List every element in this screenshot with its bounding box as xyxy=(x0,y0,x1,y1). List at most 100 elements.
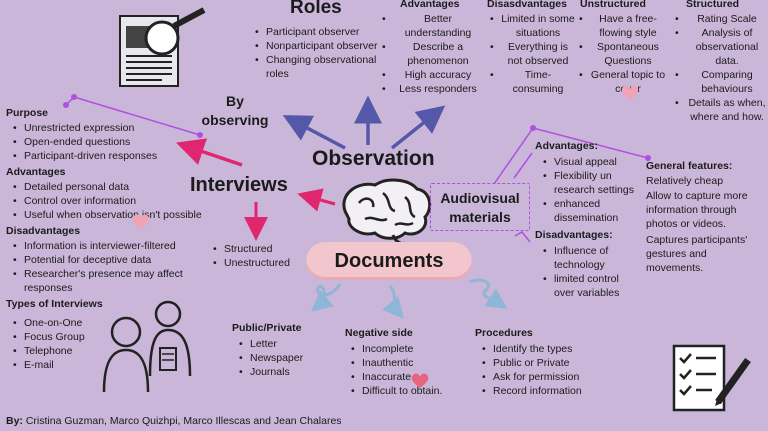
list-item: Changing observational roles xyxy=(254,53,379,81)
list-item: Visual appeal xyxy=(542,155,646,169)
purpose-list: Unrestricted expression Open-ended quest… xyxy=(12,121,157,163)
interview-disadvantages-list: Information is interviewer-filtered Pote… xyxy=(12,239,212,295)
interview-advantages-list: Detailed personal data Control over info… xyxy=(12,180,202,222)
list-item: Telephone xyxy=(12,344,85,358)
unstructured-list: Have a free-flowing style Spontaneous Qu… xyxy=(578,12,666,96)
interview-advantages-title: Advantages xyxy=(6,166,66,178)
brain-icon xyxy=(342,178,432,245)
arrow-brain-to-interviews xyxy=(297,188,336,212)
list-item: Ask for permission xyxy=(481,370,582,384)
arrow-to-advantages xyxy=(390,105,446,150)
av-disadvantages-list: Influence of technology limited control … xyxy=(542,244,642,300)
list-item: Unrestricted expression xyxy=(12,121,157,135)
list-item: Details as when, where and how. xyxy=(674,96,768,124)
list-item: Influence of technology xyxy=(542,244,642,272)
list-item: E-mail xyxy=(12,358,85,372)
list-item: Time-consuming xyxy=(489,68,575,96)
interviews-title: Interviews xyxy=(190,174,288,196)
audiovisual-title-line2: materials xyxy=(449,209,511,225)
list-item: Researcher's presence may affect respons… xyxy=(12,267,212,295)
heart-icon xyxy=(411,373,429,388)
checklist-pen-icon xyxy=(672,344,751,412)
arrow-to-negative xyxy=(382,285,404,319)
list-item: Rating Scale xyxy=(674,12,768,26)
arrow-to-public-private xyxy=(311,283,342,312)
heart-icon xyxy=(621,85,639,100)
list-item: Participant-driven responses xyxy=(12,149,157,163)
list-item: High accuracy xyxy=(381,68,483,82)
by-observing-label: By observing xyxy=(201,93,269,128)
magnifier-document-icon xyxy=(119,7,206,87)
disadvantages-top-list: Limited in some situations Everything is… xyxy=(489,12,575,96)
unstructured-title: Unstructured xyxy=(580,0,646,10)
roles-title: Roles xyxy=(290,0,342,18)
list-item: Nonparticipant observer xyxy=(254,39,379,53)
general-features-line: Allow to capture more information throug… xyxy=(646,190,748,230)
list-item: Public or Private xyxy=(481,356,582,370)
av-disadvantages-title: Disadvantages: xyxy=(535,229,613,241)
av-advantages-title: Advantages: xyxy=(535,140,599,152)
arrow-to-procedures xyxy=(469,278,508,309)
interview-disadvantages-title: Disadvantages xyxy=(6,225,81,237)
list-item: Have a free-flowing style xyxy=(578,12,666,40)
list-item: Potential for deceptive data xyxy=(12,253,212,267)
footer-authors: Cristina Guzman, Marco Quizhpi, Marco Il… xyxy=(25,415,342,427)
list-item: Spontaneous Questions xyxy=(578,40,666,68)
general-features-title: General features: xyxy=(646,160,733,172)
purpose-title: Purpose xyxy=(6,107,49,119)
list-item: Control over information xyxy=(12,194,202,208)
roles-list: Participant observer Nonparticipant obse… xyxy=(254,25,379,81)
footer-label: By: xyxy=(6,415,23,427)
documents-title: Documents xyxy=(334,250,444,272)
interview-kinds-list: Structured Unestructured xyxy=(212,242,290,270)
structured-title: Structured xyxy=(686,0,740,10)
list-item: Structured xyxy=(212,242,290,256)
list-item: Focus Group xyxy=(12,330,85,344)
central-title: Observation xyxy=(312,147,435,170)
list-item: Detailed personal data xyxy=(12,180,202,194)
public-private-list: Letter Newspaper Journals xyxy=(238,337,303,379)
audiovisual-title-line1: Audiovisual xyxy=(440,190,520,206)
list-item: Analysis of observational data. xyxy=(674,26,768,68)
documents-pill: Documents xyxy=(306,242,472,280)
negative-side-title: Negative side xyxy=(345,327,413,339)
general-features-line: Relatively cheap xyxy=(646,175,724,187)
list-item: Information is interviewer-filtered xyxy=(12,239,212,253)
interview-types-title: Types of Interviews xyxy=(6,298,103,310)
public-private-title: Public/Private xyxy=(232,322,302,334)
general-features-line: Captures participants' gestures and move… xyxy=(646,234,748,274)
list-item: Difficult to obtain. xyxy=(350,384,442,398)
list-item: enhanced dissemination xyxy=(542,197,646,225)
list-item: Limited in some situations xyxy=(489,12,575,40)
av-advantages-list: Visual appeal Flexibility un research se… xyxy=(542,155,646,225)
advantages-top-title: Advantages xyxy=(400,0,460,10)
heart-icon xyxy=(132,214,150,229)
list-item: Useful when observation isn't possible xyxy=(12,208,202,222)
advantages-top-list: Better understanding Describe a phenomen… xyxy=(381,12,483,96)
list-item: Open-ended questions xyxy=(12,135,157,149)
list-item: One-on-One xyxy=(12,316,85,330)
list-item: Better understanding xyxy=(381,12,483,40)
list-item: Participant observer xyxy=(254,25,379,39)
list-item: Unestructured xyxy=(212,256,290,270)
list-item: Less responders xyxy=(381,82,483,96)
list-item: Inauthentic xyxy=(350,356,442,370)
arrow-to-by-observing xyxy=(282,115,346,150)
list-item: Comparing behaviours xyxy=(674,68,768,96)
procedures-title: Procedures xyxy=(475,327,533,339)
list-item: Flexibility un research settings xyxy=(542,169,646,197)
interview-types-list: One-on-One Focus Group Telephone E-mail xyxy=(12,316,85,372)
list-item: Incomplete xyxy=(350,342,442,356)
list-item: Journals xyxy=(238,365,303,379)
arrow-to-purpose xyxy=(176,138,243,167)
list-item: Record information xyxy=(481,384,582,398)
list-item: Inaccurate xyxy=(350,370,442,384)
list-item: Everything is not observed xyxy=(489,40,575,68)
interview-people-icon xyxy=(102,300,192,393)
structured-list: Rating Scale Analysis of observational d… xyxy=(674,12,768,124)
list-item: Letter xyxy=(238,337,303,351)
list-item: limited control over variables xyxy=(542,272,642,300)
list-item: Newspaper xyxy=(238,351,303,365)
list-item: Identify the types xyxy=(481,342,582,356)
